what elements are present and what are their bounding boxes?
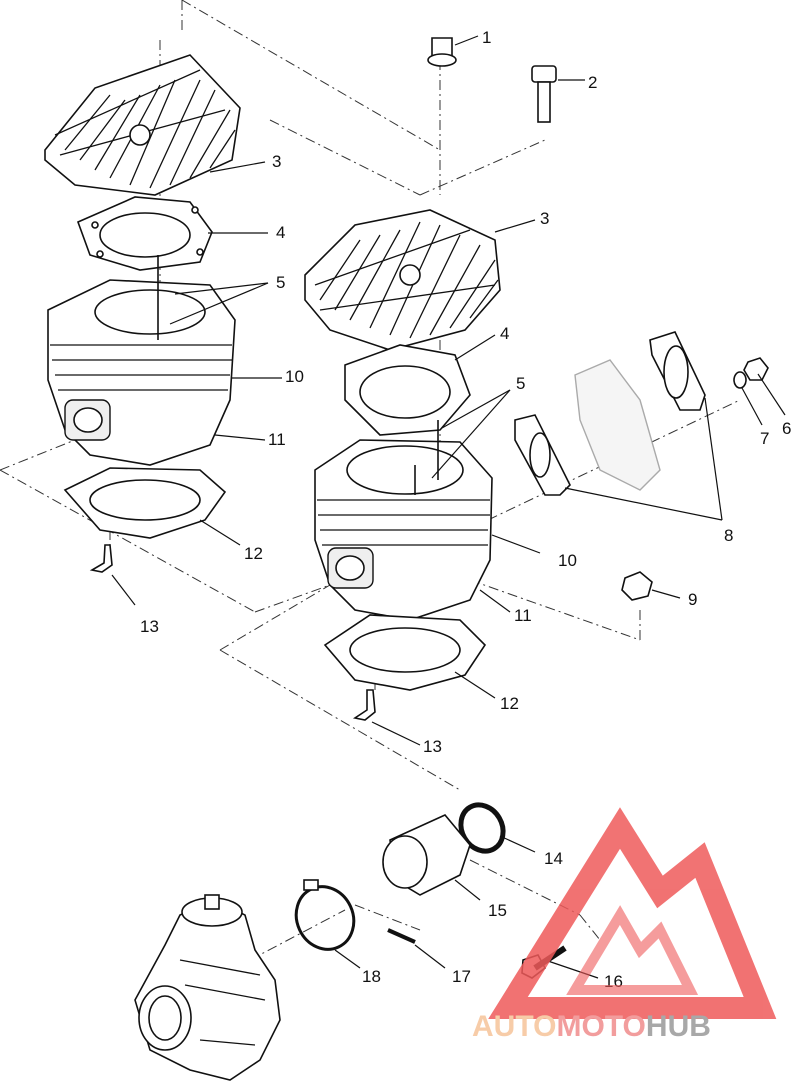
logo-word-moto: MOTO: [556, 1010, 645, 1043]
callout-12-right: 12: [500, 694, 519, 713]
carburetor: [134, 894, 281, 1081]
callout-13-left: 13: [140, 617, 159, 636]
logo-word-auto: AUTO: [472, 1010, 556, 1043]
part-1-nut: [427, 37, 457, 67]
left-head-gasket: [76, 196, 213, 271]
logo-wordmark: AUTOMOTOHUB: [472, 1010, 711, 1043]
callout-6: 6: [782, 419, 791, 438]
callout-14: 14: [544, 849, 563, 868]
automotohub-watermark-logo: AUTOMOTOHUB: [472, 807, 777, 1043]
logo-triangle-outer: [488, 807, 777, 1019]
callout-9: 9: [688, 590, 697, 609]
left-base-gasket: [63, 467, 227, 539]
logo-word-hub: HUB: [646, 1010, 711, 1043]
callout-7: 7: [760, 429, 769, 448]
callout-10-left: 10: [285, 367, 304, 386]
part-7-washer: [733, 371, 747, 389]
callout-5-right: 5: [516, 374, 525, 393]
callout-10-right: 10: [558, 551, 577, 570]
part-15-intake-adapter: [382, 814, 471, 896]
callout-13-right: 13: [423, 737, 442, 756]
right-base-gasket: [323, 614, 487, 691]
logo-triangle-inner: [566, 905, 699, 995]
part-18-clamp: [294, 879, 356, 951]
left-cylinder: [47, 255, 236, 466]
right-fitting: [352, 689, 376, 721]
callout-1: 1: [482, 28, 491, 47]
callout-4-left: 4: [276, 223, 285, 242]
exhaust-gasket-large: [649, 331, 706, 411]
callout-11-left: 11: [268, 430, 286, 449]
callout-3-left: 3: [272, 152, 281, 171]
callout-8: 8: [724, 526, 733, 545]
part-2-bolt: [531, 65, 557, 123]
left-fitting: [89, 544, 113, 573]
left-cylinder-head: [44, 54, 241, 196]
exhaust-manifold: [574, 359, 661, 491]
exhaust-gasket-small: [514, 414, 571, 496]
part-17-screw: [387, 928, 416, 944]
right-cylinder: [314, 420, 493, 621]
part-6-nut: [743, 357, 769, 381]
callout-2: 2: [588, 73, 597, 92]
callout-15: 15: [488, 901, 507, 920]
callout-4-right: 4: [500, 324, 509, 343]
right-cylinder-head: [304, 209, 501, 351]
callout-11-right: 11: [514, 606, 532, 625]
callout-17: 17: [452, 967, 471, 986]
part-9-nut: [621, 571, 653, 601]
right-head-gasket: [344, 344, 471, 436]
callout-3-right: 3: [540, 209, 549, 228]
callout-18: 18: [362, 967, 381, 986]
callout-12-left: 12: [244, 544, 263, 563]
callout-5-left: 5: [276, 273, 285, 292]
